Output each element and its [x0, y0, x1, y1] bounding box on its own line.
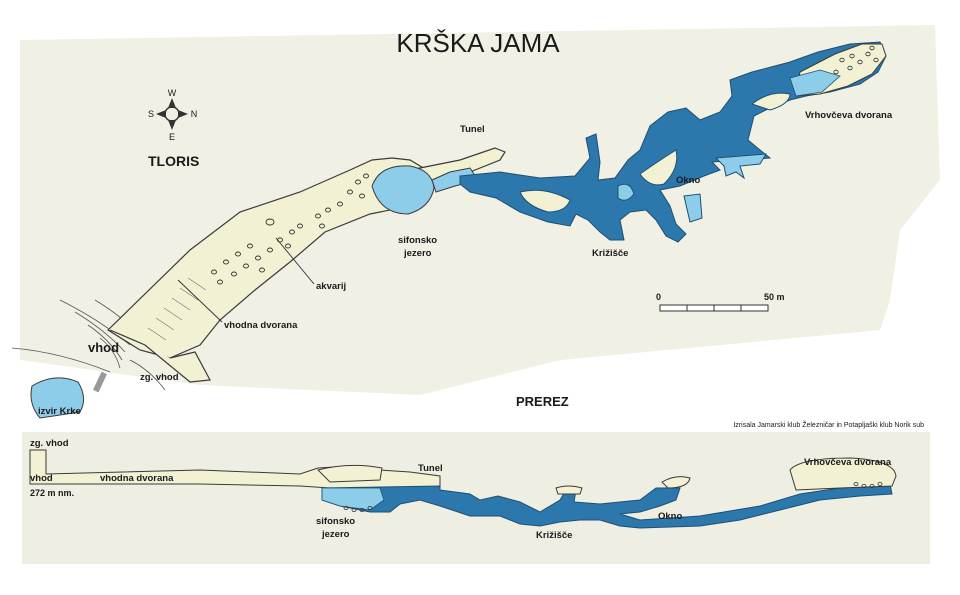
- section-vrhovceva: [789, 457, 897, 491]
- compass-icon: W E S N: [148, 88, 197, 142]
- side-branch-okno: [683, 193, 703, 223]
- boulders: [211, 173, 369, 285]
- label-jezero: jezero: [403, 248, 432, 259]
- compass-west: W: [168, 88, 177, 98]
- section-label-zg-vhod: zg. vhod: [30, 438, 69, 449]
- spring-lake: [30, 377, 84, 419]
- label-sifonsko: sifonsko: [398, 235, 437, 246]
- section-label-tunel: Tunel: [418, 463, 443, 474]
- vrhovceva-pool: [789, 69, 841, 97]
- scale-end: 50 m: [764, 292, 785, 302]
- island-okno: [639, 149, 678, 186]
- label-vhod: vhod: [88, 340, 119, 355]
- section-top-cap: [661, 476, 691, 489]
- compass-north: N: [191, 109, 198, 119]
- section-boulders: [343, 481, 883, 512]
- compass-east: E: [169, 132, 175, 142]
- section-label-krizisce: Križišče: [536, 530, 572, 541]
- section-okno-cap: [555, 485, 583, 495]
- slope-hatching: [147, 277, 207, 341]
- label-vhodna: vhodna dvorana: [224, 320, 298, 331]
- scale-bar: 0 50 m: [656, 292, 785, 312]
- label-akvarij: akvarij: [316, 281, 346, 292]
- entrance-gate: [93, 371, 107, 393]
- section-label-vrhovceva: Vrhovčeva dvorana: [804, 457, 892, 468]
- section-label-okno: Okno: [658, 511, 682, 522]
- island-krizisce: [519, 189, 571, 213]
- side-branch-krizisce: [617, 183, 635, 201]
- label-vrhovceva: Vrhovčeva dvorana: [805, 110, 893, 121]
- section-credit: Izrisala Jamarski klub Železničar in Pot…: [733, 420, 924, 429]
- compass-south: S: [148, 109, 154, 119]
- vrhovceva-boulders: [833, 45, 879, 75]
- siphon-lake: [371, 165, 435, 215]
- vhodna-leader: [177, 279, 223, 323]
- section-label-altitude: 272 m nm.: [30, 488, 74, 498]
- section-label-vhod: vhod: [30, 473, 53, 484]
- section-label-jezero: jezero: [321, 529, 350, 540]
- plan-heading: TLORIS: [148, 153, 199, 169]
- section-label-sifonsko: sifonsko: [316, 516, 355, 527]
- label-izvir: izvir Krke: [38, 406, 81, 417]
- akvarij-leader: [275, 237, 315, 285]
- map-title: KRŠKA JAMA: [396, 28, 560, 58]
- vrhovceva-side: [714, 153, 767, 180]
- entrance-slope: [109, 329, 211, 383]
- label-krizisce: Križišče: [592, 248, 628, 259]
- label-okno: Okno: [676, 175, 700, 186]
- vrhovceva-island: [750, 92, 791, 111]
- scale-start: 0: [656, 292, 661, 302]
- main-water-passage: [459, 41, 887, 243]
- label-tunel: Tunel: [460, 124, 485, 135]
- section-tunel: [317, 464, 383, 483]
- label-zg-vhod: zg. vhod: [140, 372, 179, 383]
- section-label-vhodna: vhodna dvorana: [100, 473, 174, 484]
- section-heading: PREREZ: [516, 394, 569, 409]
